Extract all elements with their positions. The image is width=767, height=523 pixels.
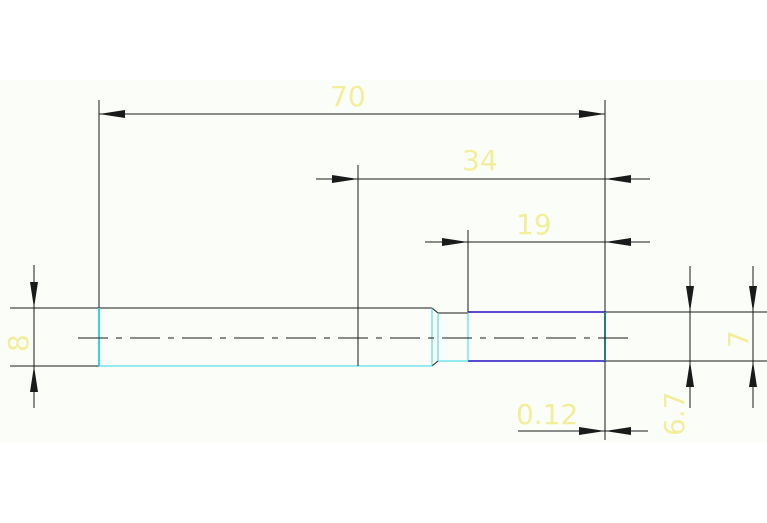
dim-label-34: 34 [462, 144, 498, 177]
dim-label-19: 19 [516, 208, 552, 241]
dimension-7: 7 [722, 266, 757, 408]
dimension-70: 70 [99, 80, 605, 118]
extension-lines [10, 100, 767, 440]
dim-label-8: 8 [2, 334, 35, 352]
dimension-19: 19 [425, 208, 650, 246]
dimension-6-7: 6.7 [658, 266, 694, 436]
dimension-8: 8 [2, 265, 38, 408]
drawing-area [0, 80, 767, 442]
dim-label-7: 7 [722, 330, 755, 348]
dimension-0-12: 0.12 [516, 398, 648, 435]
dimension-34: 34 [316, 144, 650, 183]
dim-label-0-12: 0.12 [516, 398, 578, 431]
dim-label-6-7: 6.7 [658, 391, 691, 436]
dim-label-70: 70 [330, 80, 366, 113]
